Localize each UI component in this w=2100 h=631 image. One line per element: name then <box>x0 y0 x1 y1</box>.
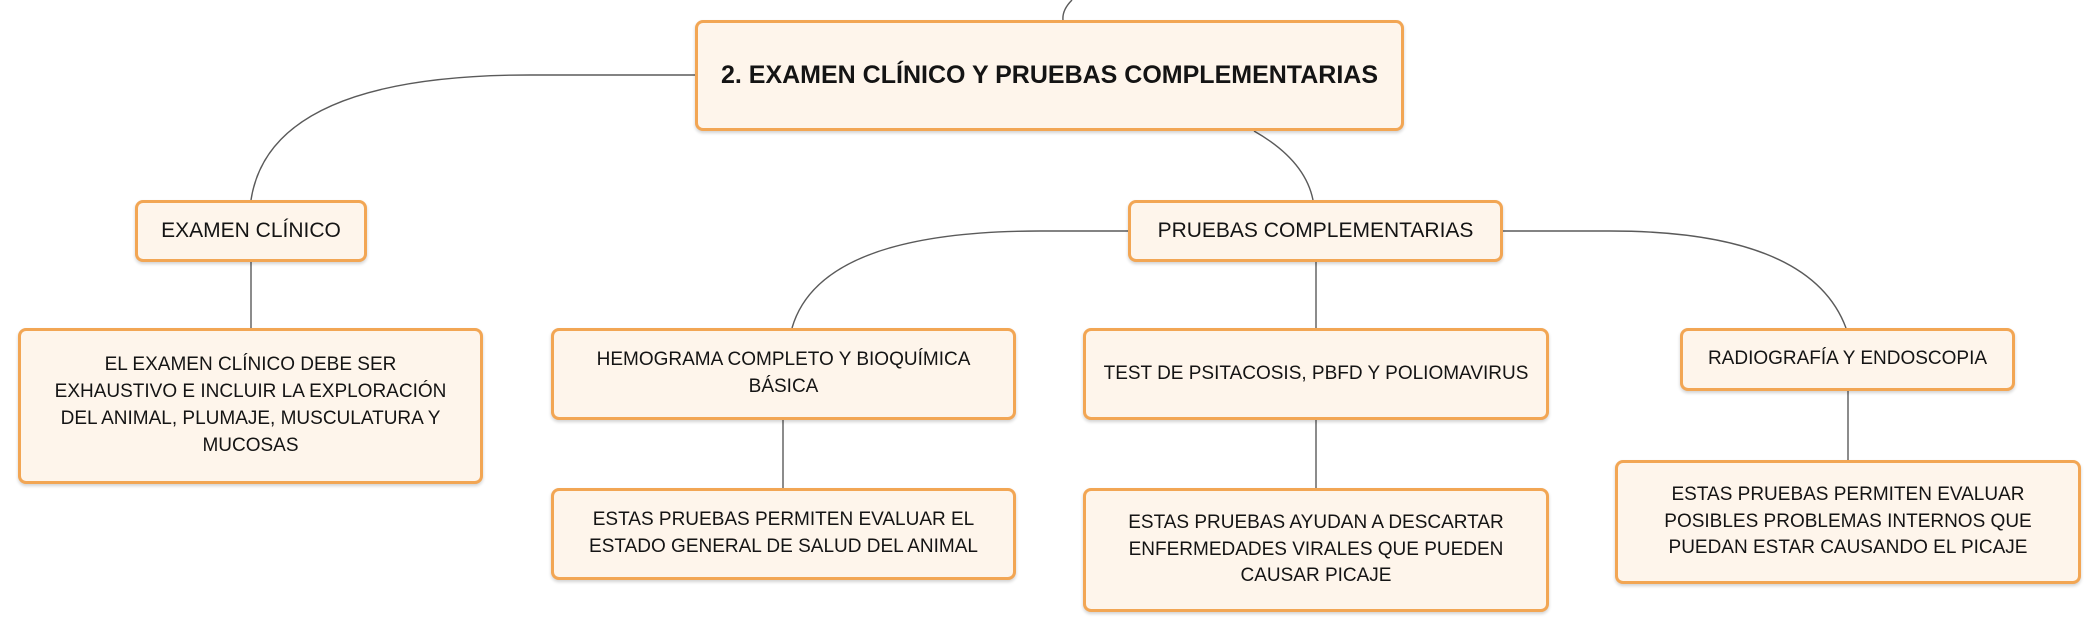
connector-parent-to-title <box>1062 0 1073 21</box>
pruebas-complementarias-node[interactable]: PRUEBAS COMPLEMENTARIAS <box>1128 200 1503 262</box>
radiografia-endoscopia-node[interactable]: RADIOGRAFÍA Y ENDOSCOPIA <box>1680 328 2015 391</box>
examen-clinico-detail-text: EL EXAMEN CLÍNICO DEBE SER EXHAUSTIVO E … <box>54 354 447 456</box>
hemograma-detail-text: ESTAS PRUEBAS PERMITEN EVALUAR EL ESTADO… <box>589 509 978 557</box>
test-psitacosis-label: TEST DE PSITACOSIS, PBFD Y POLIOMAVIRUS <box>1103 362 1529 384</box>
hemograma-label: HEMOGRAMA COMPLETO Y BIOQUÍMICA BÁSICA <box>596 349 971 397</box>
connector-pruebas-to-hemograma <box>791 230 1128 329</box>
radiografia-detail-text: ESTAS PRUEBAS PERMITEN EVALUAR POSIBLES … <box>1664 483 2032 559</box>
pruebas-complementarias-label: PRUEBAS COMPLEMENTARIAS <box>1157 219 1474 243</box>
examen-clinico-label: EXAMEN CLÍNICO <box>161 219 341 243</box>
test-psitacosis-node[interactable]: TEST DE PSITACOSIS, PBFD Y POLIOMAVIRUS <box>1083 328 1549 420</box>
examen-clinico-detail-node[interactable]: EL EXAMEN CLÍNICO DEBE SER EXHAUSTIVO E … <box>18 328 483 484</box>
hemograma-node[interactable]: HEMOGRAMA COMPLETO Y BIOQUÍMICA BÁSICA <box>551 328 1016 420</box>
examen-clinico-node[interactable]: EXAMEN CLÍNICO <box>135 200 367 262</box>
radiografia-detail-node[interactable]: ESTAS PRUEBAS PERMITEN EVALUAR POSIBLES … <box>1615 460 2081 584</box>
test-psitacosis-detail-text: ESTAS PRUEBAS AYUDAN A DESCARTAR ENFERME… <box>1128 511 1504 587</box>
central-topic-label: 2. EXAMEN CLÍNICO Y PRUEBAS COMPLEMENTAR… <box>720 60 1379 89</box>
connector-pruebas-to-radiografia <box>1503 230 1847 329</box>
connector-title-to-examen <box>250 74 695 201</box>
hemograma-detail-node[interactable]: ESTAS PRUEBAS PERMITEN EVALUAR EL ESTADO… <box>551 488 1016 580</box>
connector-title-to-pruebas <box>1253 130 1314 201</box>
radiografia-endoscopia-label: RADIOGRAFÍA Y ENDOSCOPIA <box>1707 348 1988 370</box>
central-topic-node[interactable]: 2. EXAMEN CLÍNICO Y PRUEBAS COMPLEMENTAR… <box>695 20 1404 131</box>
test-psitacosis-detail-node[interactable]: ESTAS PRUEBAS AYUDAN A DESCARTAR ENFERME… <box>1083 488 1549 612</box>
